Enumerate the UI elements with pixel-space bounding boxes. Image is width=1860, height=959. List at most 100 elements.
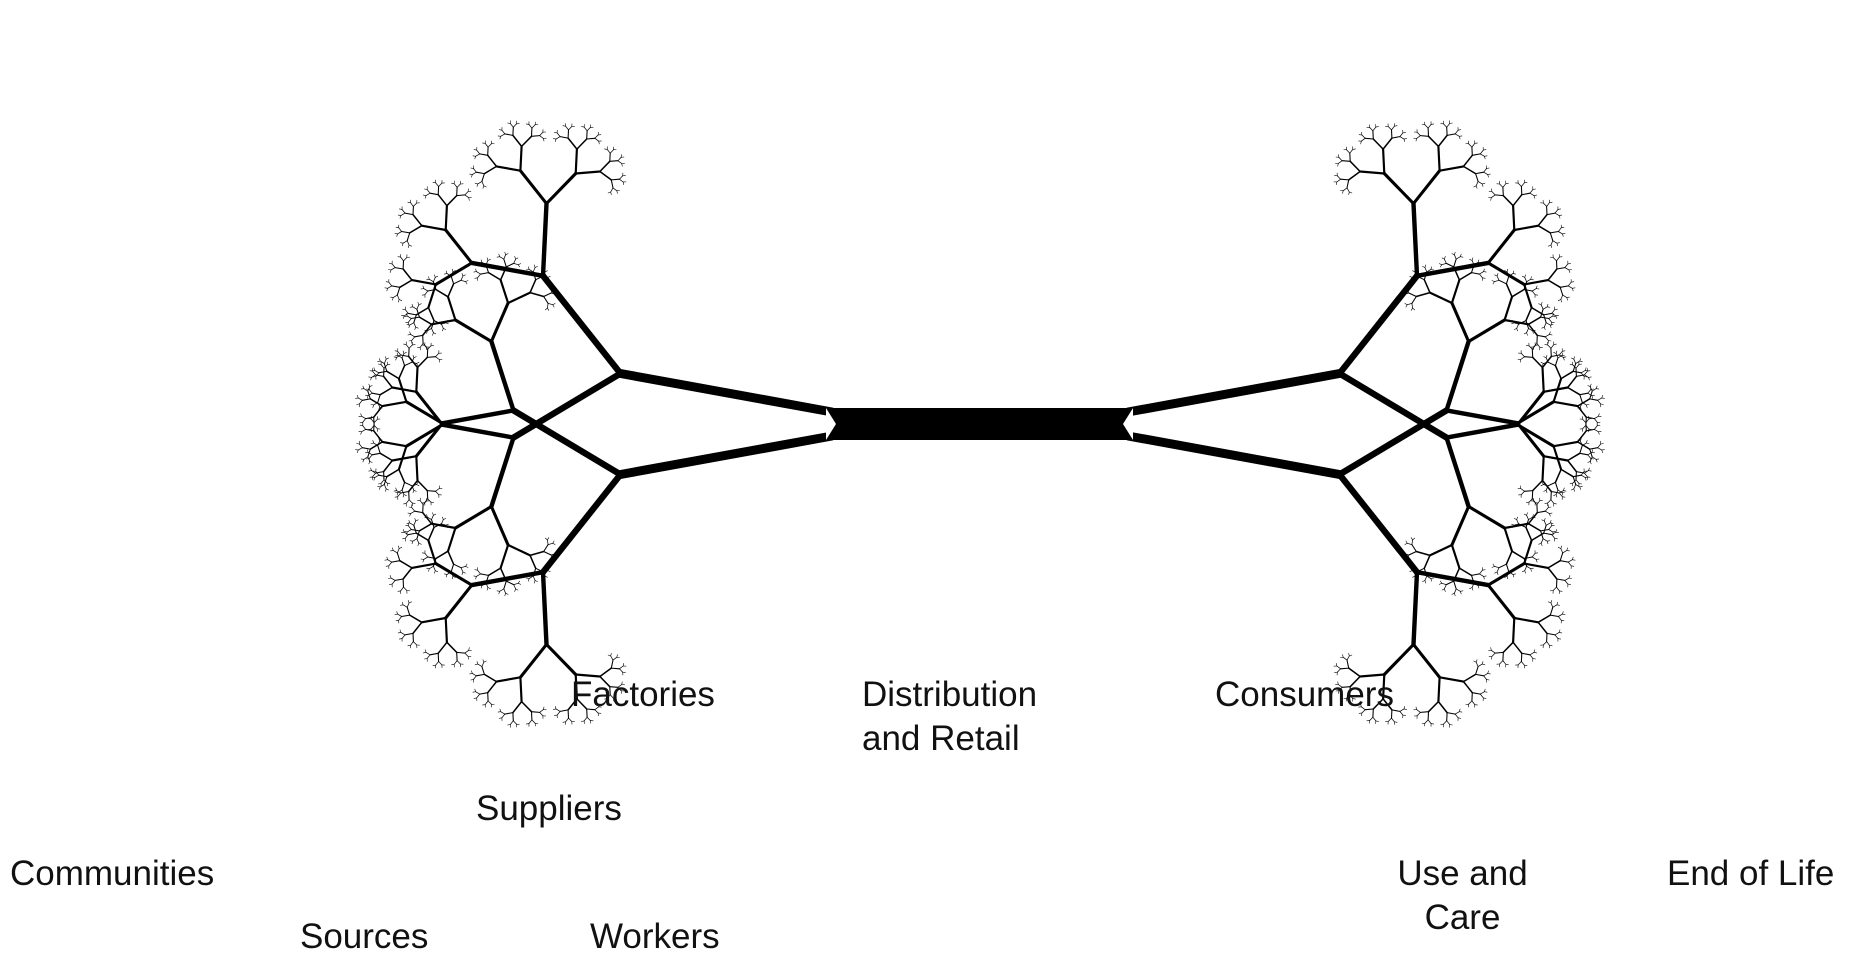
left-tree-branch xyxy=(576,149,577,173)
left-tree-branch xyxy=(488,701,491,704)
right-tree-branch xyxy=(1568,286,1572,288)
right-tree-branch xyxy=(1454,589,1456,593)
left-tree-branch xyxy=(373,440,374,443)
right-tree-branch xyxy=(1560,561,1568,562)
left-tree-branch xyxy=(436,357,440,360)
right-tree-branch xyxy=(1460,254,1461,257)
left-tree-branch xyxy=(463,572,466,573)
left-tree-branch xyxy=(563,126,566,127)
left-tree-branch xyxy=(508,293,530,303)
right-tree-branch xyxy=(1494,566,1499,567)
left-tree-branch xyxy=(362,448,370,449)
right-tree-branch xyxy=(1579,364,1582,365)
right-tree-branch xyxy=(1417,712,1420,715)
right-tree-branch xyxy=(1493,282,1494,284)
left-tree-branch xyxy=(618,157,621,160)
left-tree-branch xyxy=(405,482,412,485)
right-tree-branch xyxy=(1542,520,1545,521)
left-tree-branch xyxy=(505,593,506,596)
right-tree-branch xyxy=(1404,709,1407,710)
left-tree-branch xyxy=(409,245,412,246)
right-tree-branch xyxy=(1589,429,1592,430)
right-tree-branch xyxy=(1541,362,1544,363)
left-tree-branch xyxy=(363,459,364,462)
left-tree-branch xyxy=(476,154,480,156)
left-tree-branch xyxy=(621,374,833,413)
left-tree-branch xyxy=(556,709,560,712)
left-tree-branch xyxy=(454,184,457,188)
right-tree-branch xyxy=(1350,161,1360,171)
left-tree-branch xyxy=(402,482,405,490)
right-tree-branch xyxy=(1565,264,1568,268)
right-tree-branch xyxy=(1571,489,1574,490)
right-tree-branch xyxy=(1596,386,1597,389)
right-tree-branch xyxy=(1412,297,1416,304)
left-tree-branch xyxy=(419,317,431,324)
right-tree-branch xyxy=(1556,532,1559,533)
left-tree-branch xyxy=(370,399,382,406)
left-tree-branch xyxy=(608,192,611,193)
right-tree-branch xyxy=(1472,701,1475,705)
right-tree-branch xyxy=(1416,293,1430,297)
right-tree-branch xyxy=(1599,416,1602,417)
left-tree-branch xyxy=(365,395,368,396)
right-tree-branch xyxy=(1547,304,1548,307)
left-tree-branch xyxy=(426,652,430,654)
right-tree-branch xyxy=(1529,317,1541,324)
right-tree-branch xyxy=(1555,482,1558,490)
right-tree-branch xyxy=(1460,591,1463,592)
right-tree-branch xyxy=(1470,588,1473,589)
right-tree-branch xyxy=(1514,328,1517,329)
left-tree-branch xyxy=(412,541,413,544)
left-tree-branch xyxy=(415,511,423,512)
left-tree-branch xyxy=(438,642,447,653)
right-tree-branch xyxy=(1347,180,1349,188)
left-tree-branch xyxy=(568,138,577,149)
right-tree-branch xyxy=(1492,653,1495,656)
right-tree-branch xyxy=(1500,184,1503,187)
right-tree-branch xyxy=(1484,272,1487,273)
label-distribution-line1: Distribution xyxy=(862,673,1037,717)
left-tree-branch xyxy=(410,615,422,622)
right-tree-branch xyxy=(1376,721,1379,722)
left-tree-branch xyxy=(392,298,393,301)
left-tree-branch xyxy=(608,655,611,656)
left-tree-branch xyxy=(390,575,391,578)
right-tree-branch xyxy=(1547,203,1550,207)
left-tree-branch xyxy=(508,545,530,555)
left-tree-branch xyxy=(623,182,624,185)
left-tree-branch xyxy=(465,650,469,653)
right-tree-branch xyxy=(1503,661,1506,665)
right-tree-branch xyxy=(1405,304,1407,305)
right-tree-branch xyxy=(1337,179,1341,182)
left-tree-branch xyxy=(555,706,556,709)
left-tree-branch xyxy=(563,722,566,723)
left-tree-branch xyxy=(386,358,389,359)
right-tree-branch xyxy=(1588,461,1591,462)
left-tree-branch xyxy=(547,540,548,545)
left-tree-branch xyxy=(413,490,414,493)
right-tree-branch xyxy=(1541,317,1549,318)
left-tree-branch xyxy=(587,127,590,130)
right-tree-branch xyxy=(1464,674,1476,681)
right-tree-branch xyxy=(1484,673,1488,675)
left-tree-branch xyxy=(362,399,370,400)
left-tree-branch xyxy=(411,203,414,207)
right-tree-branch xyxy=(1527,513,1528,516)
left-tree-branch xyxy=(610,150,613,154)
right-tree-branch xyxy=(1454,255,1456,259)
left-tree-branch xyxy=(488,588,491,589)
right-tree-branch xyxy=(1525,571,1526,574)
left-tree-branch xyxy=(444,574,447,575)
right-tree-branch xyxy=(1556,316,1557,319)
left-tree-branch xyxy=(474,272,477,273)
left-tree-branch xyxy=(510,721,513,725)
left-tree-branch xyxy=(387,557,388,560)
left-tree-branch xyxy=(406,402,442,424)
left-tree-branch xyxy=(358,398,362,400)
left-tree-branch xyxy=(375,370,379,372)
label-distribution-and-retail: Distribution and Retail xyxy=(862,673,1037,761)
right-tree-branch xyxy=(1556,495,1557,498)
right-tree-branch xyxy=(1409,552,1416,556)
left-tree-branch xyxy=(361,459,364,460)
